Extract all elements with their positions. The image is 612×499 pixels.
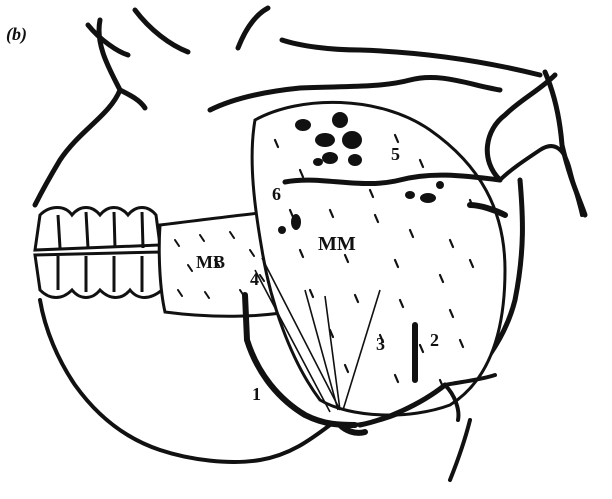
label-mm: MM <box>318 233 356 255</box>
masseter-muscle <box>252 102 505 415</box>
label-4: 4 <box>250 269 259 289</box>
teeth <box>35 208 162 298</box>
label-6: 6 <box>272 184 281 204</box>
panel-label: (b) <box>6 24 27 45</box>
label-3: 3 <box>376 334 385 354</box>
label-mb: MB <box>196 252 225 272</box>
label-2: 2 <box>430 330 439 350</box>
label-1: 1 <box>252 384 261 404</box>
label-5: 5 <box>391 144 400 164</box>
